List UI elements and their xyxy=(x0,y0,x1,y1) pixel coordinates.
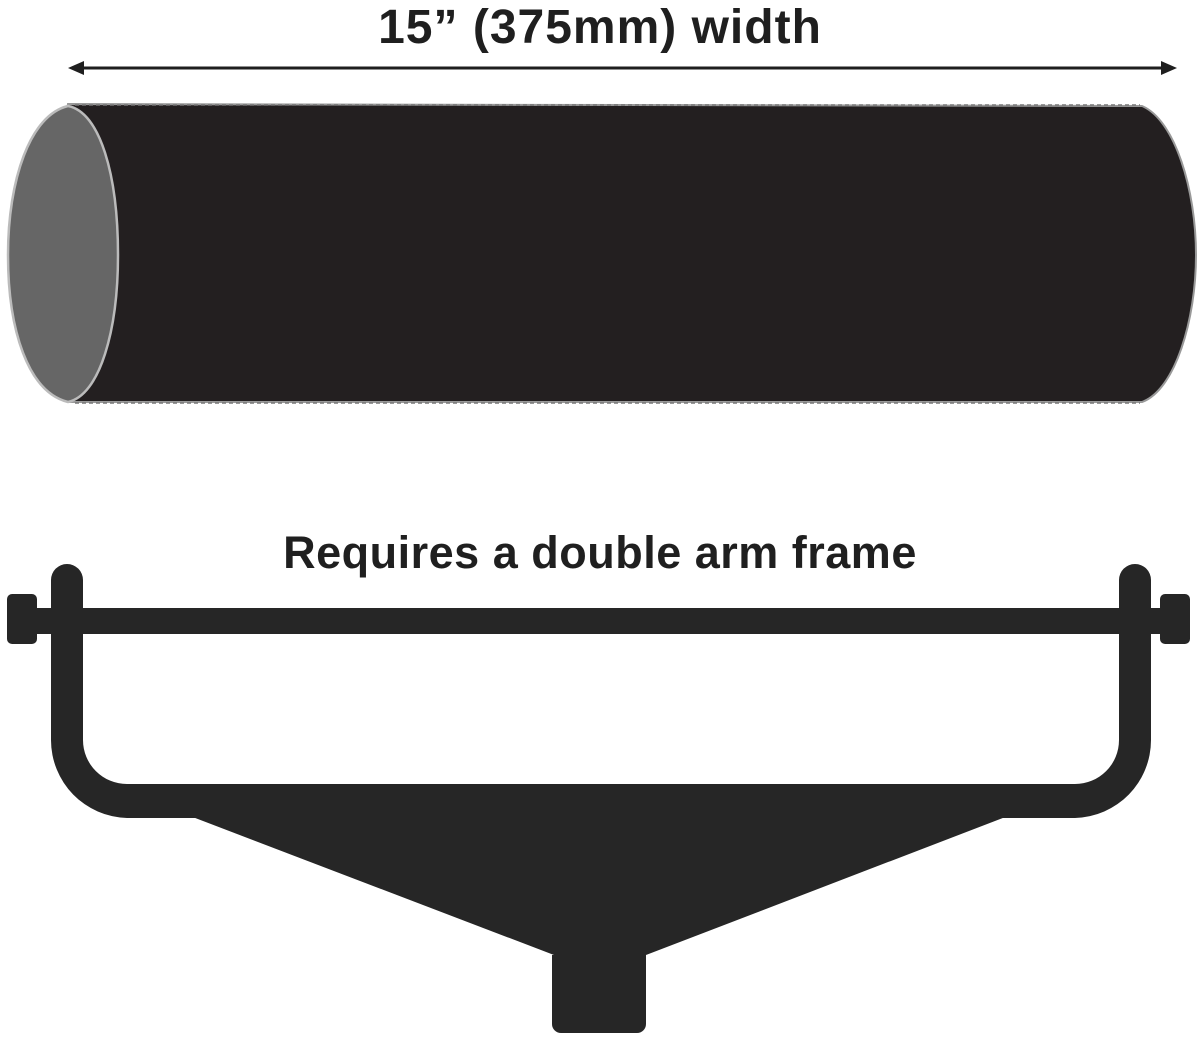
frame-connector xyxy=(190,816,1008,955)
dimension-arrowhead-left xyxy=(68,61,84,75)
roller-cover xyxy=(6,102,1198,404)
frame-axle xyxy=(8,608,1190,634)
frame-arm-left xyxy=(50,564,640,818)
double-arm-frame xyxy=(7,564,1190,1033)
dimension-arrowhead-right xyxy=(1161,61,1177,75)
roller-nap-texture xyxy=(75,104,1140,404)
frame-requirement-label: Requires a double arm frame xyxy=(283,527,917,578)
roller-width-label: 15” (375mm) width xyxy=(378,1,822,54)
roller-end-cap xyxy=(6,104,120,404)
frame-axle-cap-right xyxy=(1160,594,1190,644)
frame-handle-stub xyxy=(552,955,646,1033)
frame-arm-right xyxy=(560,564,1151,818)
width-dimension-arrow xyxy=(68,61,1177,75)
frame-axle-cap-left xyxy=(7,594,37,644)
roller-body xyxy=(61,102,1198,403)
